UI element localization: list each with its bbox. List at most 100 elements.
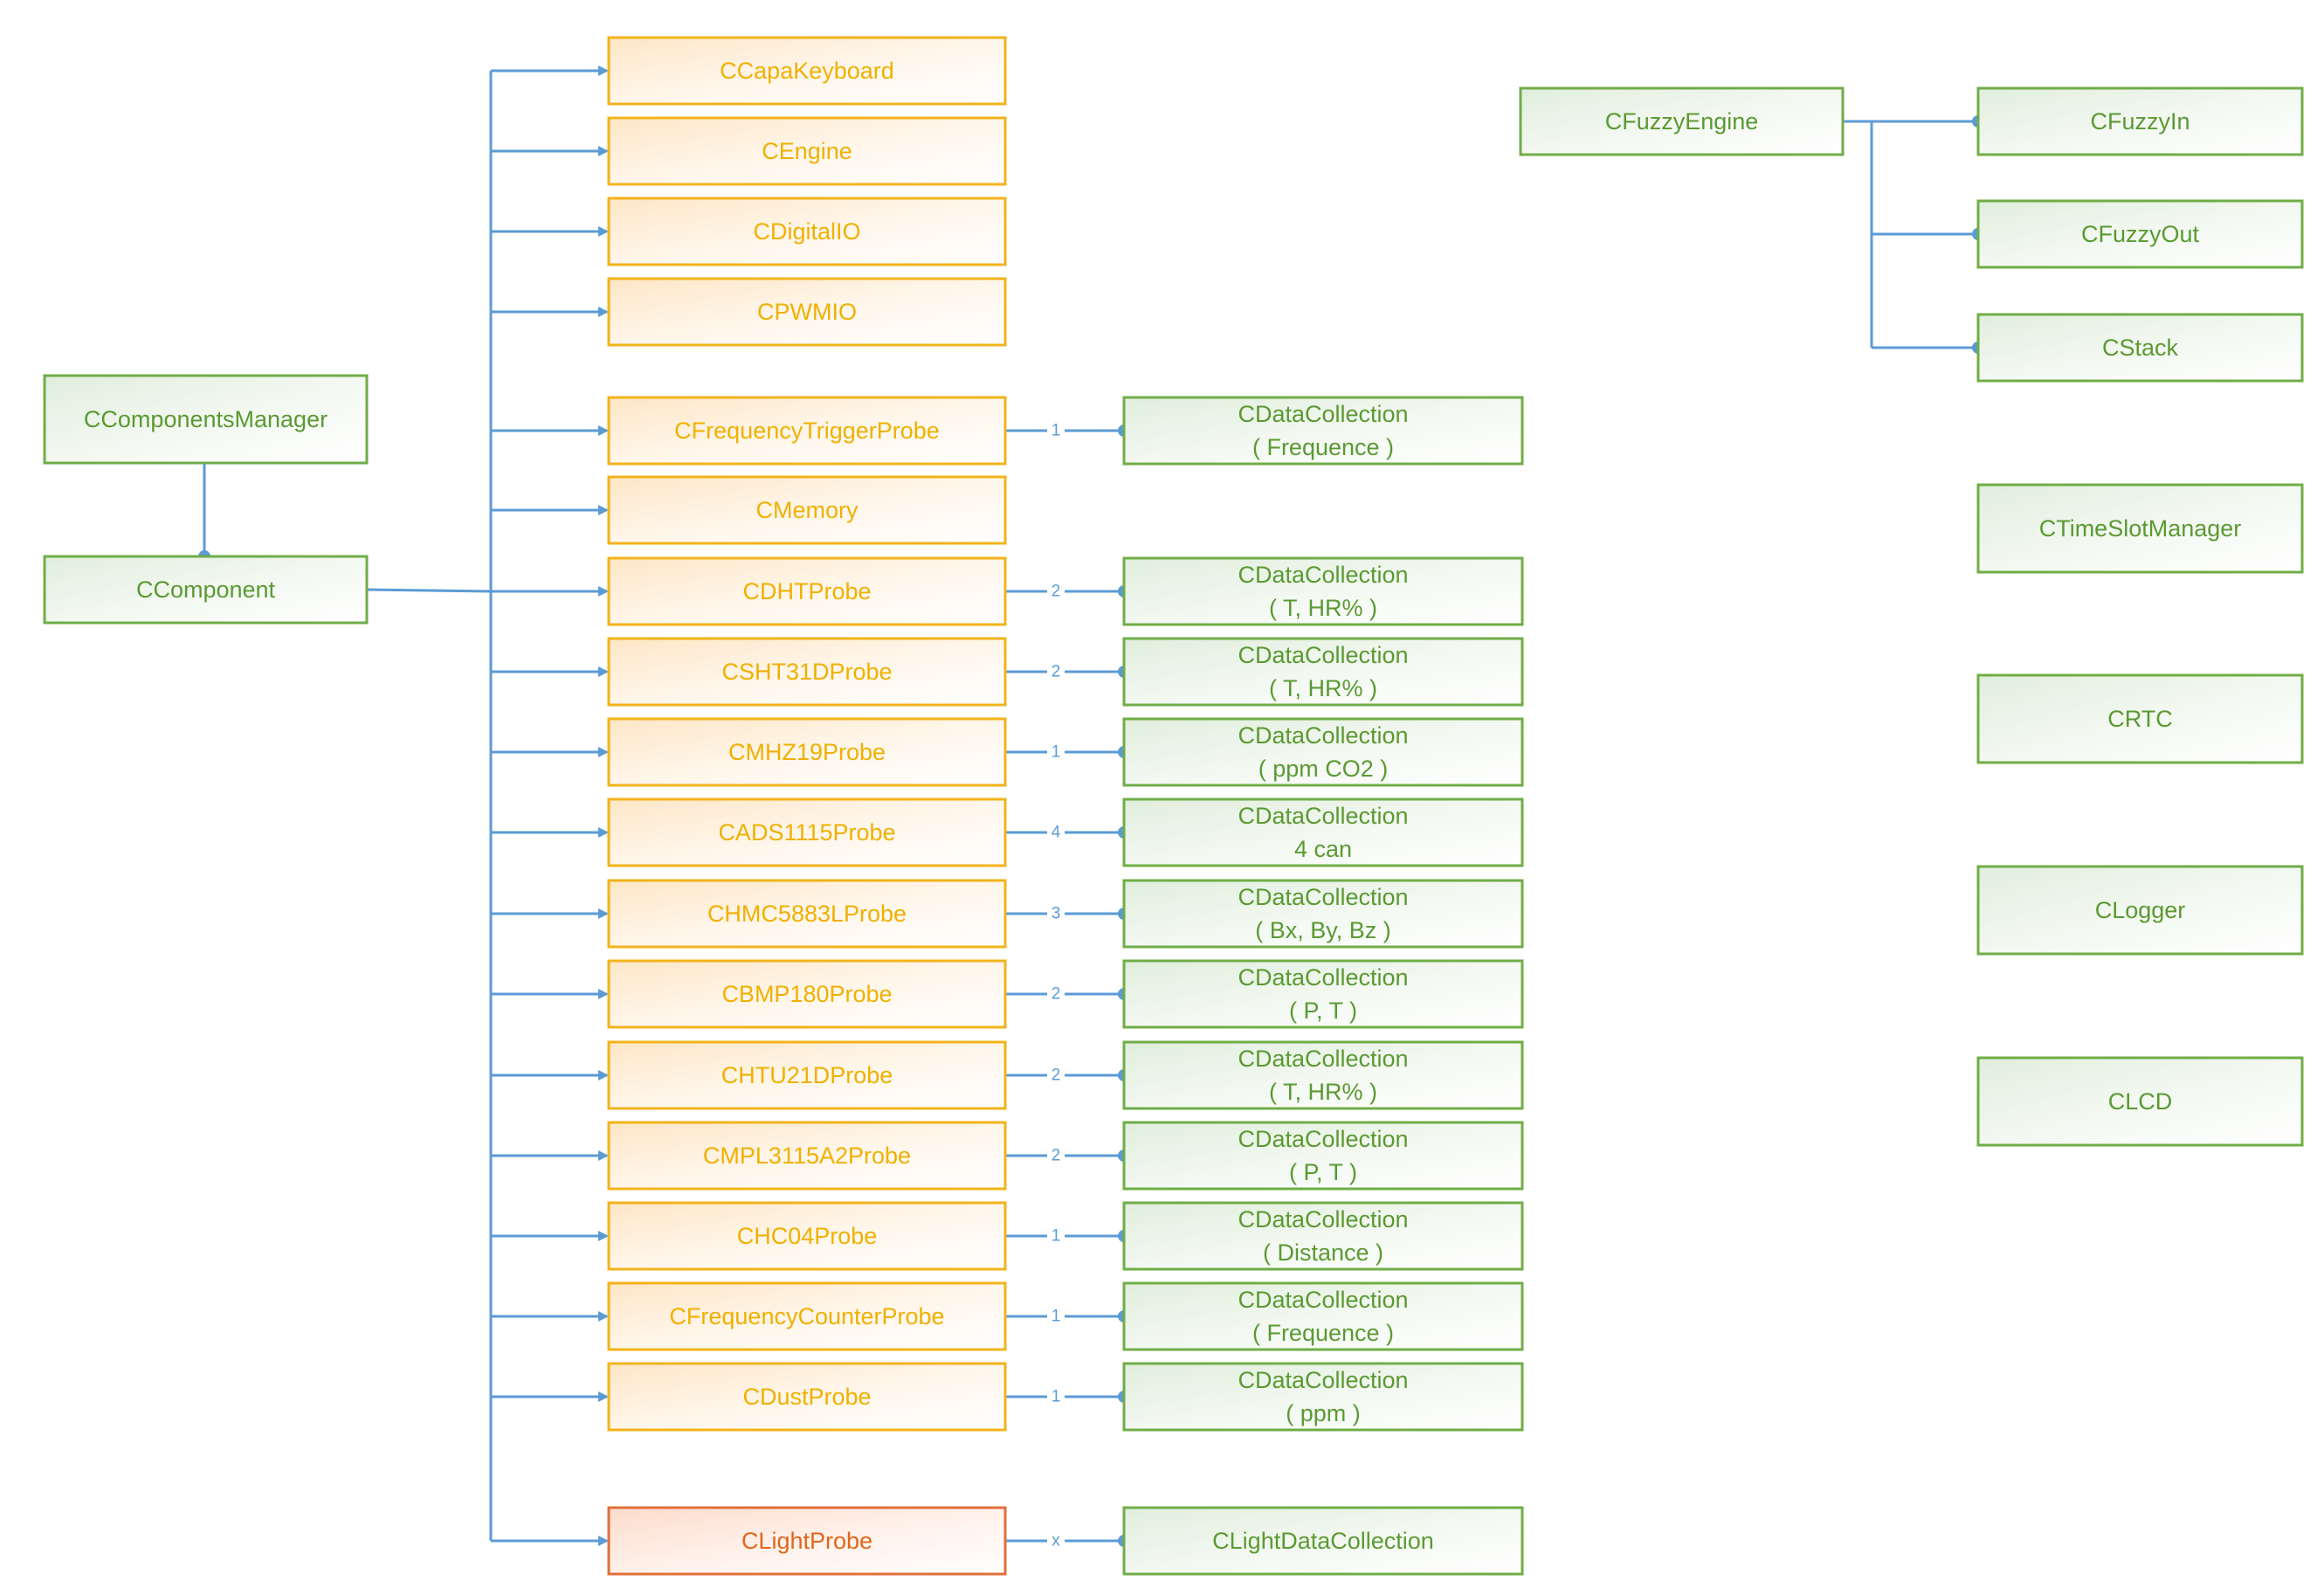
class-cmpl3115a2probe[interactable]: CMPL3115A2Probe: [607, 1121, 1007, 1191]
collection-cdustprobe-label-1: CDataCollection: [1238, 1367, 1408, 1393]
class-ccapakeyboard[interactable]: CCapaKeyboard: [607, 36, 1007, 106]
collection-clightprobe[interactable]: CLightDataCollection: [1122, 1506, 1524, 1576]
class-chtu21dprobe-label: CHTU21DProbe: [721, 1062, 893, 1088]
collection-cbmp180probe[interactable]: CDataCollection( P, T ): [1122, 959, 1524, 1029]
class-clightprobe-label: CLightProbe: [741, 1528, 872, 1554]
collection-chtu21dprobe-label-2: ( T, HR% ): [1269, 1079, 1377, 1105]
class-cfrequencytriggerprobe-label: CFrequencyTriggerProbe: [674, 418, 940, 444]
class-cmpl3115a2probe-frame: [607, 1121, 1007, 1191]
multiplicity-chtu21dprobe: 2: [1052, 1067, 1061, 1085]
class-cengine[interactable]: CEngine: [607, 116, 1007, 186]
class-chtu21dprobe-frame: [607, 1040, 1007, 1110]
class-clogger-label: CLogger: [2095, 897, 2186, 923]
multiplicity-chmc5883lprobe: 3: [1052, 905, 1061, 923]
class-cfrequencytriggerprobe[interactable]: CFrequencyTriggerProbe: [607, 396, 1007, 466]
collection-cdustprobe[interactable]: CDataCollection( ppm ): [1122, 1362, 1524, 1432]
collection-cmhz19probe-label-1: CDataCollection: [1238, 722, 1408, 749]
class-cmhz19probe-frame: [607, 717, 1007, 787]
class-csht31dprobe-label: CSHT31DProbe: [721, 659, 892, 685]
multiplicity-bg-cdustprobe: [1047, 1386, 1065, 1407]
collection-chc04probe-label-1: CDataCollection: [1238, 1206, 1408, 1232]
collection-cfrequencycounterprobe-frame: [1122, 1281, 1524, 1351]
class-cmpl3115a2probe-label: CMPL3115A2Probe: [703, 1143, 911, 1169]
class-chtu21dprobe[interactable]: CHTU21DProbe: [607, 1040, 1007, 1110]
class-cpwmio[interactable]: CPWMIO: [607, 277, 1007, 347]
collection-chtu21dprobe-label-1: CDataCollection: [1238, 1046, 1408, 1072]
collection-chmc5883lprobe[interactable]: CDataCollection ( Bx, By, Bz ): [1122, 879, 1524, 949]
class-cmhz19probe[interactable]: CMHZ19Probe: [607, 717, 1007, 787]
collection-cfrequencytriggerprobe[interactable]: CDataCollection( Frequence ): [1122, 396, 1524, 466]
collection-cmhz19probe[interactable]: CDataCollection( ppm CO2 ): [1122, 717, 1524, 787]
class-cdhtprobe-frame: [607, 556, 1007, 626]
class-cdustprobe-frame: [607, 1362, 1007, 1432]
class-cdhtprobe[interactable]: CDHTProbe: [607, 556, 1007, 626]
collection-csht31dprobe-frame: [1122, 637, 1524, 707]
class-cdustprobe[interactable]: CDustProbe: [607, 1362, 1007, 1432]
class-chc04probe-label: CHC04Probe: [737, 1223, 878, 1249]
class-chc04probe[interactable]: CHC04Probe: [607, 1201, 1007, 1271]
class-cfuzzyout-label: CFuzzyOut: [2081, 221, 2200, 247]
collection-csht31dprobe[interactable]: CDataCollection( T, HR% ): [1122, 637, 1524, 707]
multiplicity-bg-csht31dprobe: [1047, 661, 1065, 682]
collection-cads1115probe-frame: [1122, 798, 1524, 867]
class-cpwmio-label: CPWMIO: [757, 299, 857, 325]
multiplicity-csht31dprobe: 2: [1052, 663, 1061, 681]
collection-cdhtprobe-frame: [1122, 556, 1524, 626]
multiplicity-bg-cads1115probe: [1047, 822, 1065, 843]
class-crtc[interactable]: CRTC: [1976, 673, 2304, 764]
collection-cbmp180probe-frame: [1122, 959, 1524, 1029]
class-clightprobe[interactable]: CLightProbe: [607, 1506, 1007, 1576]
collection-clightprobe-frame: [1122, 1506, 1524, 1576]
class-chmc5883lprobe[interactable]: CHMC5883LProbe: [607, 879, 1007, 949]
class-ctimeslotmanager[interactable]: CTimeSlotManager: [1976, 483, 2304, 574]
class-ccomponentsmanager-frame: [43, 374, 369, 465]
class-cmemory-frame: [607, 475, 1007, 545]
collection-cads1115probe-label-1: CDataCollection: [1238, 803, 1408, 829]
collection-chtu21dprobe[interactable]: CDataCollection ( T, HR% ): [1122, 1040, 1524, 1110]
collection-cmpl3115a2probe-frame: [1122, 1121, 1524, 1191]
collection-csht31dprobe-label-1: CDataCollection: [1238, 642, 1408, 668]
collection-chmc5883lprobe-label-1: CDataCollection: [1238, 884, 1408, 910]
class-ccomponent[interactable]: CComponent: [43, 555, 369, 625]
component-to-bus: [366, 588, 492, 593]
collection-cfrequencytriggerprobe-label-2: ( Frequence ): [1252, 434, 1394, 460]
collection-cdhtprobe[interactable]: CDataCollection( T, HR% ): [1122, 556, 1524, 626]
class-ccomponentsmanager[interactable]: CComponentsManager: [43, 374, 369, 465]
collection-chmc5883lprobe-label-2: ( Bx, By, Bz ): [1255, 917, 1391, 943]
multiplicity-cads1115probe: 4: [1052, 824, 1061, 842]
class-crtc-label: CRTC: [2107, 706, 2173, 732]
class-csht31dprobe[interactable]: CSHT31DProbe: [607, 637, 1007, 707]
collection-cdustprobe-frame: [1122, 1362, 1524, 1432]
collection-cfrequencycounterprobe-label-2: ( Frequence ): [1252, 1320, 1394, 1346]
multiplicity-cmpl3115a2probe: 2: [1052, 1147, 1061, 1165]
collection-cfrequencycounterprobe[interactable]: CDataCollection( Frequence ): [1122, 1281, 1524, 1351]
class-cmhz19probe-label: CMHZ19Probe: [728, 739, 886, 765]
class-ccapakeyboard-frame: [607, 36, 1007, 106]
class-clogger[interactable]: CLogger: [1976, 865, 2304, 956]
class-cdigitalio[interactable]: CDigitalIO: [607, 197, 1007, 266]
class-cfrequencytriggerprobe-frame: [607, 396, 1007, 466]
class-cfuzzyout[interactable]: CFuzzyOut: [1976, 199, 2304, 269]
collection-chc04probe[interactable]: CDataCollection( Distance ): [1122, 1201, 1524, 1271]
collection-cmhz19probe-frame: [1122, 717, 1524, 787]
class-cfuzzyin[interactable]: CFuzzyIn: [1976, 86, 2304, 156]
class-cmemory-label: CMemory: [755, 497, 859, 523]
class-cfuzzyengine[interactable]: CFuzzyEngine: [1519, 86, 1845, 156]
multiplicity-cfrequencycounterprobe: 1: [1052, 1308, 1061, 1326]
class-cads1115probe[interactable]: CADS1115Probe: [607, 798, 1007, 867]
class-clcd[interactable]: CLCD: [1976, 1056, 2304, 1147]
class-ccomponentsmanager-label: CComponentsManager: [84, 406, 328, 432]
class-ccapakeyboard-label: CCapaKeyboard: [720, 58, 894, 84]
class-cfrequencycounterprobe-label: CFrequencyCounterProbe: [669, 1303, 944, 1329]
class-cfuzzyout-frame: [1976, 199, 2304, 269]
collection-cmpl3115a2probe[interactable]: CDataCollection( P, T ): [1122, 1121, 1524, 1191]
collection-cbmp180probe-label-1: CDataCollection: [1238, 964, 1408, 991]
collection-cmpl3115a2probe-label-2: ( P, T ): [1289, 1159, 1357, 1185]
class-cstack[interactable]: CStack: [1976, 313, 2304, 383]
class-cfrequencycounterprobe[interactable]: CFrequencyCounterProbe: [607, 1281, 1007, 1351]
class-cbmp180probe[interactable]: CBMP180Probe: [607, 959, 1007, 1029]
class-cmemory[interactable]: CMemory: [607, 475, 1007, 545]
